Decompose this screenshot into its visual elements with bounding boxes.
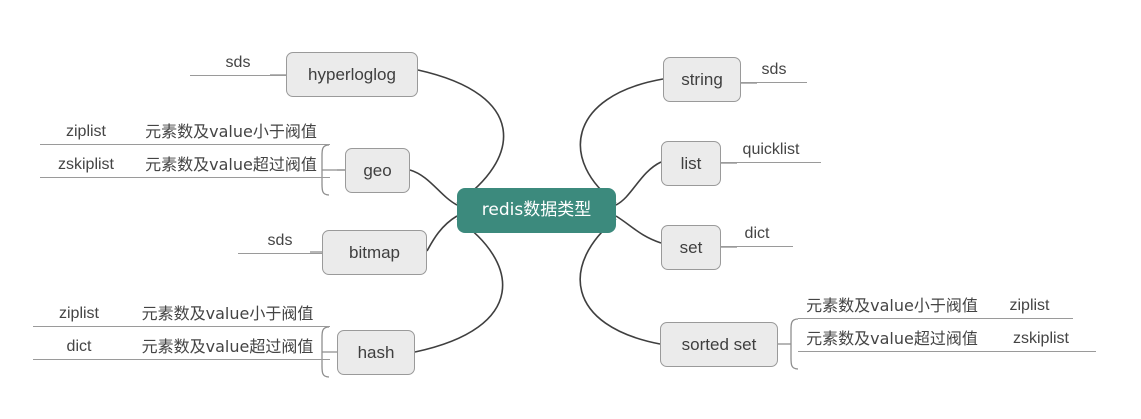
node-set[interactable]: set <box>661 225 721 270</box>
leaf-label: sds <box>267 232 293 249</box>
leaf-label: quicklist <box>742 141 800 158</box>
row-sorted-set-1: 元素数及value超过阀值 zskiplist <box>798 324 1096 352</box>
node-set-label: set <box>679 238 703 257</box>
leaf-hyperloglog-sds: sds <box>190 44 286 76</box>
leaf-list-quicklist: quicklist <box>721 131 821 163</box>
row-geo-1: zskiplist 元素数及value超过阀值 <box>40 150 330 178</box>
row-condition: 元素数及value小于阀值 <box>145 122 317 141</box>
center-node[interactable]: redis数据类型 <box>457 188 616 233</box>
node-bitmap-label: bitmap <box>348 243 401 262</box>
node-hyperloglog[interactable]: hyperloglog <box>286 52 418 97</box>
row-structure: zskiplist <box>1012 330 1069 347</box>
leaf-label: dict <box>744 225 770 242</box>
node-hyperloglog-label: hyperloglog <box>308 65 396 84</box>
edge-center-hyperloglog <box>417 69 505 204</box>
node-string[interactable]: string <box>663 57 741 102</box>
row-structure: ziplist <box>58 305 99 322</box>
leaf-string-sds: sds <box>741 51 807 83</box>
leaf-label: sds <box>761 61 787 78</box>
row-condition: 元素数及value超过阀值 <box>141 337 314 356</box>
edge-center-sorted-set <box>579 218 661 345</box>
row-geo-0: ziplist 元素数及value小于阀值 <box>40 117 330 145</box>
leaf-label: sds <box>225 54 251 71</box>
row-condition: 元素数及value超过阀值 <box>145 155 317 174</box>
edge-center-list <box>615 161 662 206</box>
row-condition: 元素数及value超过阀值 <box>806 329 978 348</box>
row-hash-1: dict 元素数及value超过阀值 <box>33 332 330 360</box>
node-sorted-set[interactable]: sorted set <box>660 322 778 367</box>
node-string-label: string <box>681 70 723 89</box>
center-node-label: redis数据类型 <box>481 200 592 220</box>
row-structure: ziplist <box>1009 297 1050 314</box>
edge-center-geo <box>409 169 458 206</box>
leaf-set-dict: dict <box>721 215 793 247</box>
node-list-label: list <box>680 154 702 173</box>
edge-center-string <box>579 78 664 204</box>
row-hash-0: ziplist 元素数及value小于阀值 <box>33 299 330 327</box>
bracket-sortedset-body <box>790 318 799 370</box>
row-structure: dict <box>66 338 92 355</box>
row-structure: zskiplist <box>57 156 114 173</box>
row-sorted-set-0: 元素数及value小于阀值 ziplist <box>798 291 1073 319</box>
node-list[interactable]: list <box>661 141 721 186</box>
node-bitmap[interactable]: bitmap <box>322 230 427 275</box>
edge-center-set <box>615 215 662 244</box>
edge-center-hash <box>414 218 504 353</box>
row-condition: 元素数及value小于阀值 <box>806 296 978 315</box>
node-geo-label: geo <box>363 161 392 180</box>
leaf-bitmap-sds: sds <box>238 222 322 254</box>
node-geo[interactable]: geo <box>345 148 410 193</box>
row-structure: ziplist <box>65 123 106 140</box>
row-condition: 元素数及value小于阀值 <box>141 304 314 323</box>
node-hash-label: hash <box>357 343 395 362</box>
edge-center-bitmap <box>426 215 458 252</box>
node-sorted-set-label: sorted set <box>681 335 757 354</box>
node-hash[interactable]: hash <box>337 330 415 375</box>
